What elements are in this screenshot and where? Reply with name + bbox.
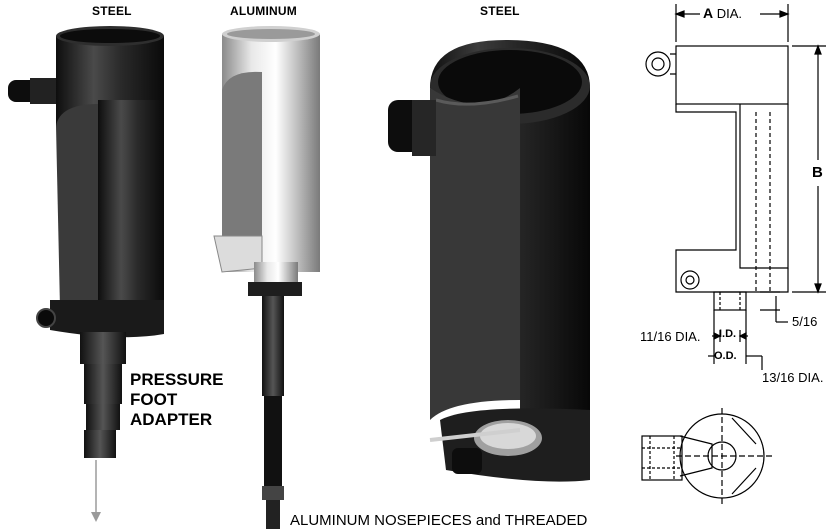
dimension-b: B — [812, 164, 823, 181]
adapter-line-2: FOOT — [130, 390, 178, 409]
technical-drawing — [641, 4, 826, 504]
dimension-a-suffix: DIA. — [713, 6, 743, 21]
adapter-line-3: ADAPTER — [130, 410, 213, 429]
dimension-11-16: 11/16 DIA. — [640, 329, 701, 344]
dimension-id: I.D. — [719, 328, 737, 340]
dimension-a-letter: A — [703, 5, 714, 21]
label-aluminum: ALUMINUM — [230, 4, 297, 18]
label-steel-left: STEEL — [92, 4, 132, 18]
adapter-line-1: PRESSURE — [130, 370, 224, 389]
dimension-a: A DIA. — [703, 5, 742, 21]
steel-nosepiece-left — [8, 26, 164, 522]
adapter-label: PRESSURE FOOT ADAPTER — [130, 370, 224, 430]
label-steel-right: STEEL — [480, 4, 520, 18]
caption: ALUMINUM NOSEPIECES and THREADED — [290, 512, 588, 529]
steel-nosepiece-right — [388, 40, 590, 482]
aluminum-nosepiece — [213, 26, 320, 529]
dimension-od: O.D. — [714, 350, 737, 362]
dimension-13-16: 13/16 DIA. — [762, 370, 824, 385]
dimension-5-16: 5/16 — [792, 314, 818, 329]
